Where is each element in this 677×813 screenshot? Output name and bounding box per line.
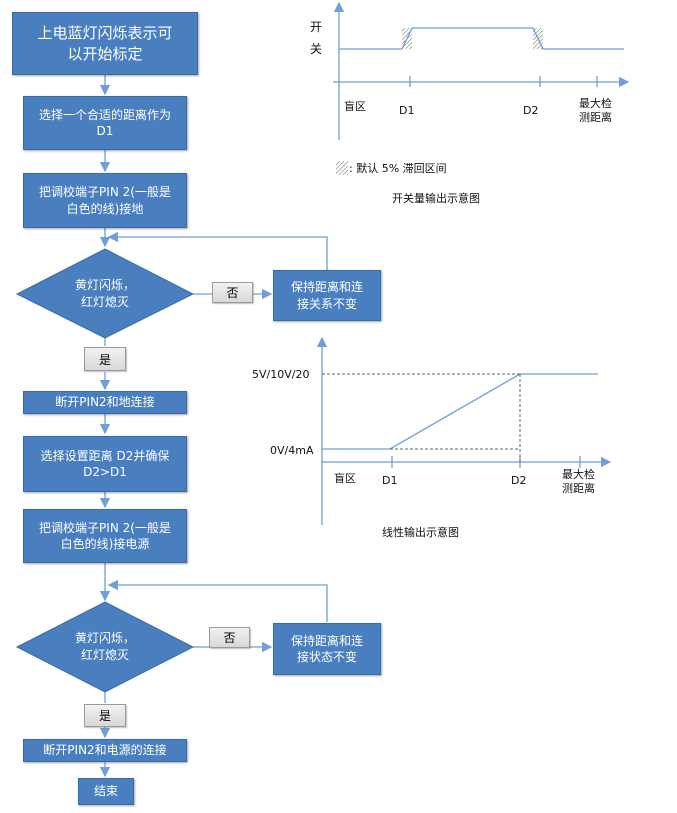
switch-d2-label: D2 bbox=[523, 104, 539, 117]
arrow-keep2-loop bbox=[107, 579, 328, 622]
linear-chart bbox=[316, 336, 612, 525]
linear-d2-label: D2 bbox=[511, 474, 527, 487]
step1-box: 选择一个合适的距离作为 D1 bbox=[23, 96, 187, 150]
decision2-shape bbox=[15, 601, 195, 693]
linear-blind-label: 盲区 bbox=[334, 472, 356, 485]
switch-legend-text: : 默认 5% 滞回区间 bbox=[349, 162, 447, 175]
legend-hatch bbox=[336, 161, 348, 175]
keep-state-box-1: 保持距离和连 接关系不变 bbox=[273, 270, 381, 321]
step4-box: 选择设置距离 D2并确保 D2>D1 bbox=[23, 436, 187, 492]
no-label-2: 否 bbox=[209, 627, 250, 648]
linear-max-label: 最大检 测距离 bbox=[562, 468, 595, 496]
start-box: 上电蓝灯闪烁表示可 以开始标定 bbox=[12, 12, 198, 75]
yes-label-1: 是 bbox=[84, 347, 126, 371]
switch-chart-title: 开关量输出示意图 bbox=[392, 192, 480, 205]
decision1-shape bbox=[15, 248, 195, 339]
switch-max-label: 最大检 测距离 bbox=[579, 97, 612, 125]
step6-box: 断开PIN2和电源的连接 bbox=[23, 739, 187, 762]
yes-label-2: 是 bbox=[84, 704, 126, 727]
switch-output-line bbox=[339, 27, 624, 50]
arrow-keep1-loop bbox=[107, 231, 328, 270]
decision1-text: 黄灯闪烁， 红灯熄灭 bbox=[74, 278, 135, 309]
linear-y-low-label: 0V/4mA bbox=[270, 444, 314, 457]
switch-y-low-label: 关 bbox=[310, 42, 323, 56]
keep-state-box-2: 保持距离和连 接状态不变 bbox=[273, 623, 381, 675]
end-box: 结束 bbox=[78, 778, 134, 805]
step2-box: 把调校端子PIN 2(一般是 白色的线)接地 bbox=[23, 173, 187, 228]
decision2-text: 黄灯闪烁， 红灯熄灭 bbox=[74, 631, 135, 662]
linear-output-line bbox=[322, 373, 598, 450]
no-label-1: 否 bbox=[212, 282, 253, 303]
linear-chart-title: 线性输出示意图 bbox=[382, 526, 459, 539]
linear-y-high-label: 5V/10V/20 bbox=[252, 368, 310, 381]
switch-d1-label: D1 bbox=[399, 104, 415, 117]
step3-box: 断开PIN2和地连接 bbox=[23, 391, 187, 414]
switch-blind-label: 盲区 bbox=[344, 100, 366, 113]
linear-d1-label: D1 bbox=[382, 474, 398, 487]
step5-box: 把调校端子PIN 2(一般是 白色的线)接电源 bbox=[23, 509, 187, 563]
switch-y-high-label: 开 bbox=[310, 20, 323, 34]
switch-chart bbox=[333, 1, 630, 175]
